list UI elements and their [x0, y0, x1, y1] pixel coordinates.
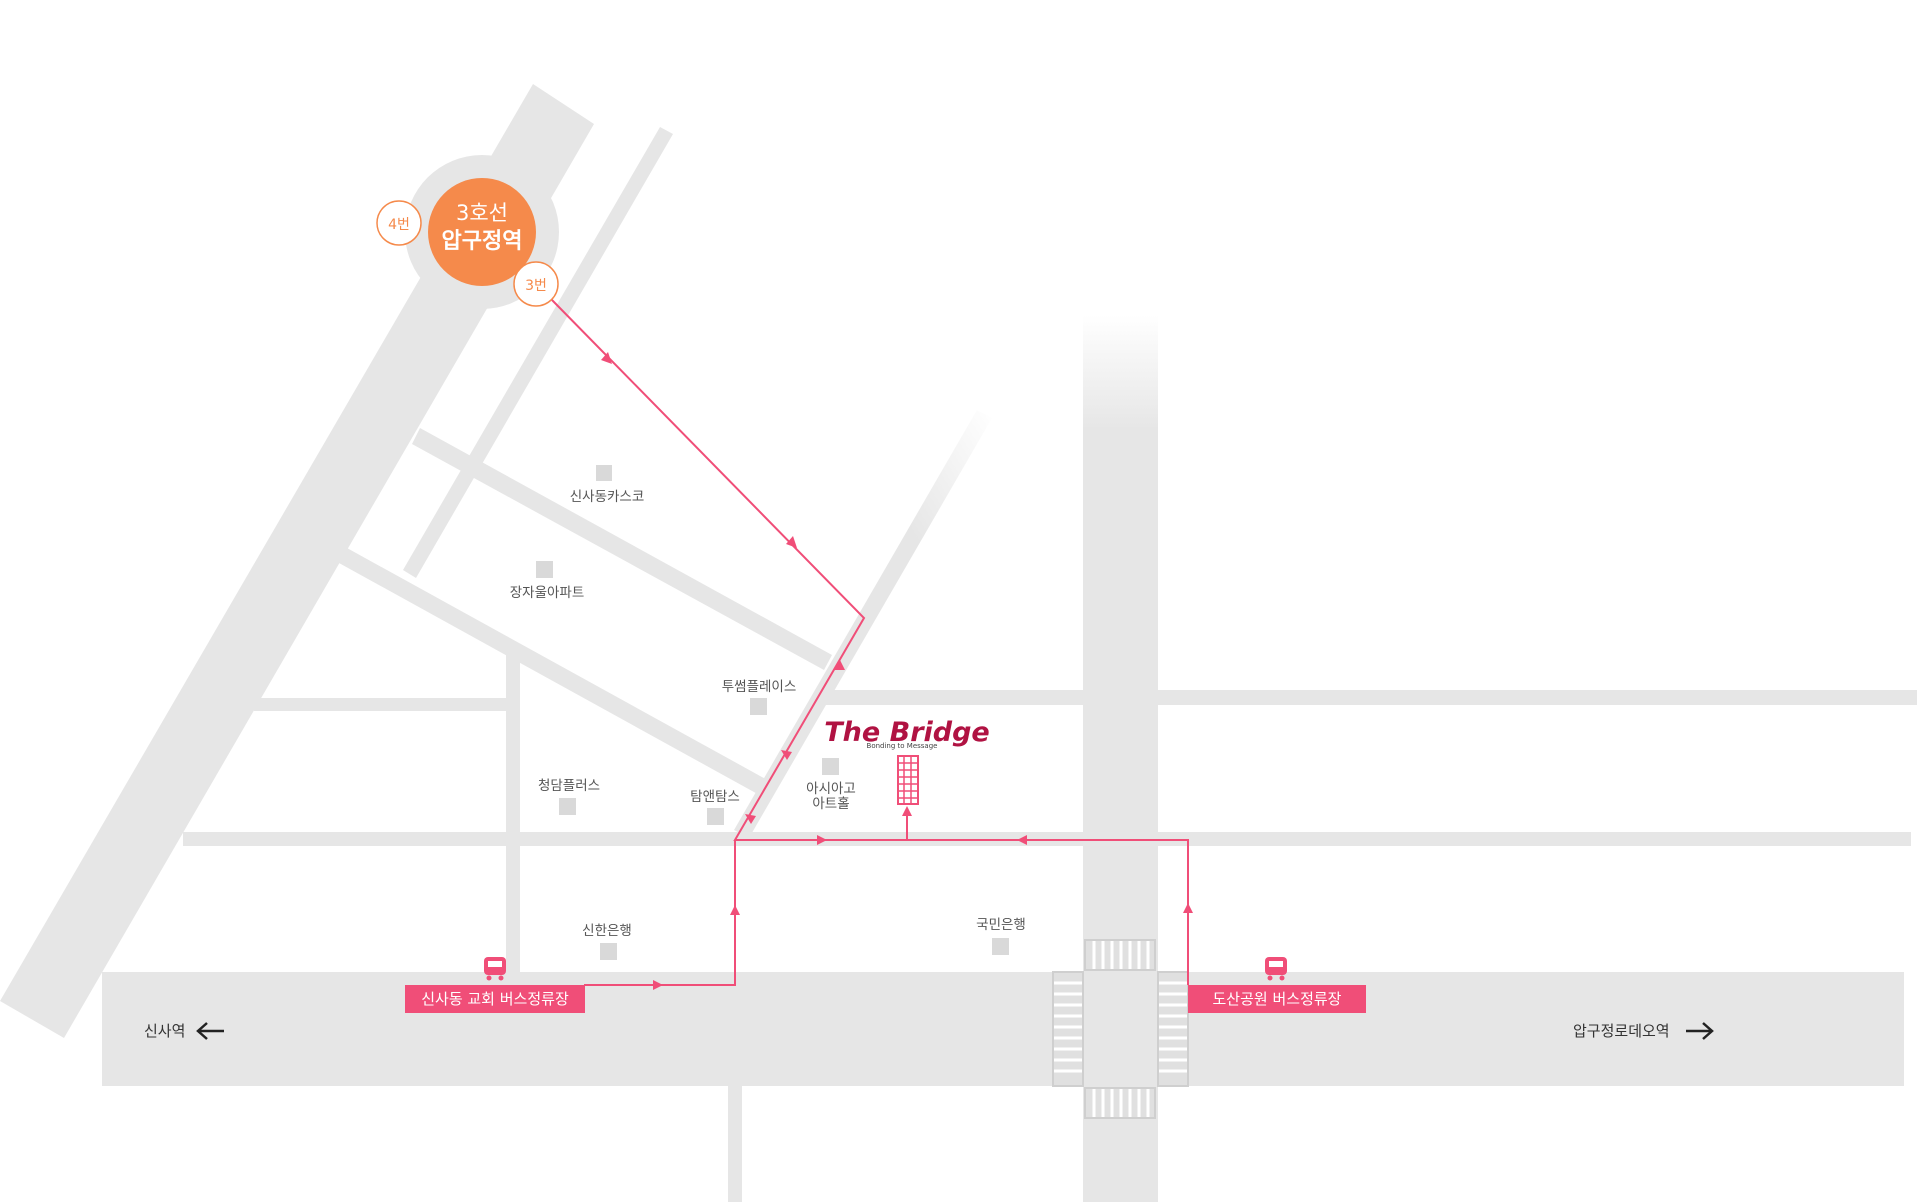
side-street-2 — [339, 548, 771, 797]
direction-left-label: 신사역 — [144, 1022, 185, 1040]
bus-stop-right-label: 도산공원 버스정류장 — [1213, 990, 1342, 1008]
bus-stop-right-badge[interactable] — [1188, 985, 1366, 1013]
bus-stop-left-badge[interactable] — [405, 985, 585, 1013]
route-arrows — [601, 352, 1193, 990]
label-sinsadong-caskco: 신사동카스코 — [570, 489, 645, 505]
direction-right-label: 압구정로데오역 — [1573, 1022, 1670, 1040]
crosswalk-right — [1157, 971, 1189, 1087]
station-name: 압구정역 — [442, 229, 523, 254]
direction-right: 압구정로데오역 — [1573, 1022, 1714, 1040]
route-arrow-3 — [834, 660, 845, 670]
horizontal-road-upper — [822, 690, 1917, 705]
bus-stop-right[interactable]: 도산공원 버스정류장 — [1188, 957, 1366, 1013]
route-from-exit-3 — [551, 299, 908, 841]
exit-3-label: 3번 — [525, 278, 547, 294]
route-arrow-1 — [601, 352, 612, 364]
main-avenue — [102, 972, 1904, 1086]
walking-routes — [551, 299, 1189, 986]
bus-stop-left-label: 신사동 교회 버스정류장 — [421, 990, 569, 1008]
landmark-marker-cheongdam — [559, 798, 576, 815]
bus-icon — [484, 957, 506, 981]
route-arrow-7 — [1017, 835, 1027, 845]
route-arrow-9 — [730, 905, 740, 915]
route-arrow-8 — [902, 806, 912, 816]
route-arrow-4 — [781, 750, 792, 760]
the-bridge-logo[interactable]: The Bridge — [824, 717, 989, 748]
landmark-marker-jangja — [536, 561, 553, 578]
horizontal-road-left — [254, 698, 510, 711]
station-line: 3호선 — [456, 201, 508, 225]
landmark-marker-caskco — [596, 465, 612, 481]
label-asiago-line1: 아시아고 — [806, 781, 856, 797]
route-arrow-5 — [745, 814, 756, 824]
crosswalk-left — [1052, 971, 1084, 1087]
route-arrow-11 — [1183, 903, 1193, 913]
route-arrow-10 — [653, 980, 663, 990]
route-from-left-bus-stop — [584, 840, 736, 986]
label-jangja-apt: 장자울아파트 — [510, 585, 585, 601]
vertical-avenue — [1083, 428, 1158, 1202]
route-arrow-2 — [786, 536, 797, 548]
landmark-marker-kookmin — [992, 938, 1009, 955]
route-from-right-bus-stop — [907, 839, 1189, 985]
diagonal-avenue — [0, 84, 594, 1038]
the-bridge-tagline: Bonding to Message — [867, 742, 938, 750]
label-tusum-place: 투썸플레이스 — [722, 679, 797, 695]
landmark-marker-tomntoms — [707, 808, 724, 825]
route-arrow-6 — [817, 835, 827, 845]
bus-stop-left[interactable]: 신사동 교회 버스정류장 — [405, 957, 585, 1013]
label-shinhan-bank: 신한은행 — [582, 923, 632, 939]
landmark-labels: 신사동카스코 장자울아파트 투썸플레이스 청담플러스 탐앤탐스 아시아고 아트홀… — [510, 489, 1026, 939]
exit-3-badge[interactable] — [513, 261, 559, 307]
vertical-street-bottom — [728, 1086, 742, 1202]
label-cheongdam-plus: 청담플러스 — [538, 778, 600, 794]
side-street-1 — [412, 428, 832, 670]
station-circle[interactable] — [428, 178, 536, 286]
label-tom-n-toms: 탐앤탐스 — [690, 789, 740, 805]
station-marker[interactable]: 3호선 압구정역 4번 3번 — [376, 155, 559, 309]
exit-4-badge[interactable] — [376, 200, 422, 246]
landmarks — [536, 465, 1009, 960]
landmark-marker-asiago — [822, 758, 839, 775]
building-icon — [897, 755, 919, 805]
label-kookmin-bank: 국민은행 — [976, 917, 1026, 933]
arrow-right-icon — [1686, 1022, 1714, 1040]
arrow-left-icon — [196, 1022, 224, 1040]
landmark-marker-shinhan — [600, 943, 617, 960]
crosswalks — [1052, 939, 1189, 1119]
the-bridge-destination[interactable]: The Bridge Bonding to Message — [824, 717, 990, 805]
direction-left: 신사역 — [144, 1022, 224, 1040]
vertical-avenue-fade — [1083, 315, 1158, 430]
label-asiago-line2: 아트홀 — [812, 796, 849, 812]
bus-icon — [1265, 957, 1287, 981]
landmark-marker-tusum — [750, 698, 767, 715]
exit-4-label: 4번 — [388, 217, 410, 233]
vertical-street-left — [506, 654, 520, 974]
